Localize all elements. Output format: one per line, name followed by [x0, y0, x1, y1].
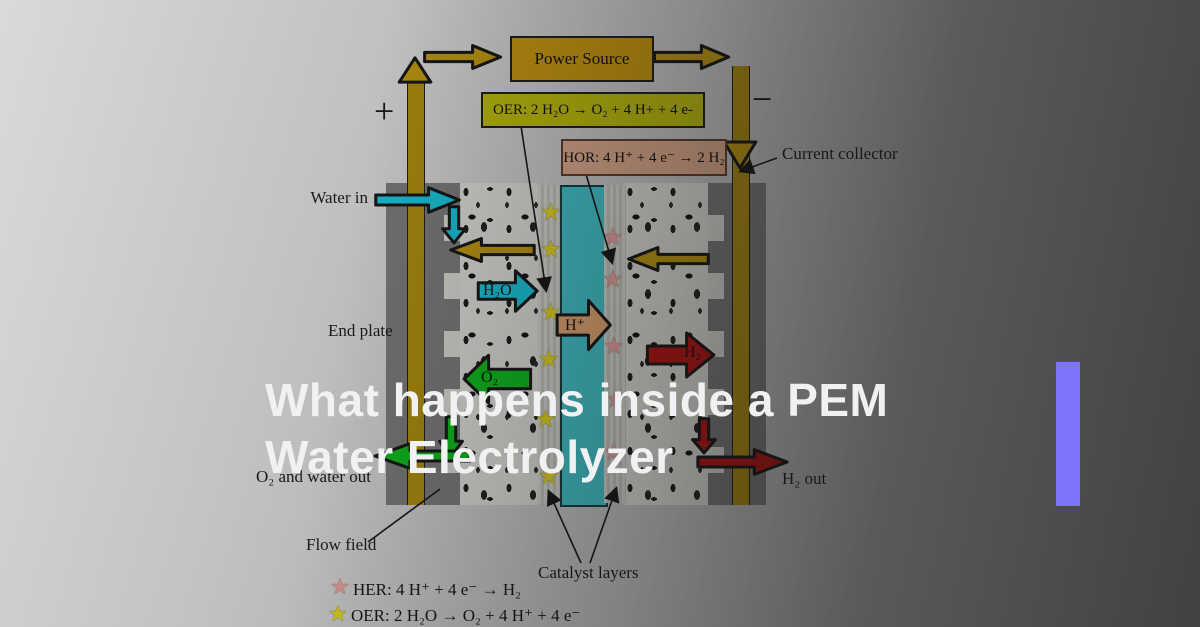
catalyst-pointer-line-right: [589, 485, 620, 564]
title-line-2: Water Electrolyzer: [265, 431, 674, 483]
current-collector-label: Current collector: [782, 144, 898, 163]
catalyst-pointer-line-left: [546, 489, 582, 564]
title-line-1: What happens inside a PEM: [265, 374, 889, 426]
hor-equation-box: HOR: 4 H⁺ + 4 e⁻ → 2 H₂: [561, 139, 727, 176]
end-plate-label: End plate: [328, 321, 393, 340]
page-title: What happens inside a PEM Water Electrol…: [265, 372, 888, 486]
current-collector-pointer-line: [737, 157, 778, 175]
her-legend-star-icon: ★: [330, 575, 350, 600]
flow-field-label: Flow field: [306, 535, 377, 554]
power-source-label: Power Source: [534, 49, 630, 68]
catalyst-layers-label: Catalyst layers: [538, 563, 639, 582]
her-legend-text: HER: 4 H⁺ + 4 e⁻ → H₂: [353, 580, 522, 599]
hor-equation-text: HOR: 4 H⁺ + 4 e⁻ → 2 H₂: [563, 150, 725, 166]
oer-pointer-line: [520, 125, 552, 294]
anode-plus-sign: +: [374, 91, 395, 131]
power-source-box: Power Source: [510, 36, 654, 82]
water-in-label: Water in: [310, 188, 368, 207]
oer-equation-text: OER: 2 H₂O → O₂ + 4 H+ + 4 e-: [493, 101, 693, 118]
accent-bar: [1056, 362, 1080, 506]
hor-pointer-line: [585, 173, 617, 266]
oer-legend-text: OER: 2 H₂O → O₂ + 4 H⁺ + 4 e⁻: [351, 606, 581, 625]
oer-equation-box: OER: 2 H₂O → O₂ + 4 H+ + 4 e-: [481, 92, 705, 128]
flow-field-pointer-line: [367, 488, 441, 543]
oer-legend-star-icon: ★: [328, 602, 348, 627]
cathode-minus-sign: −: [752, 79, 773, 119]
